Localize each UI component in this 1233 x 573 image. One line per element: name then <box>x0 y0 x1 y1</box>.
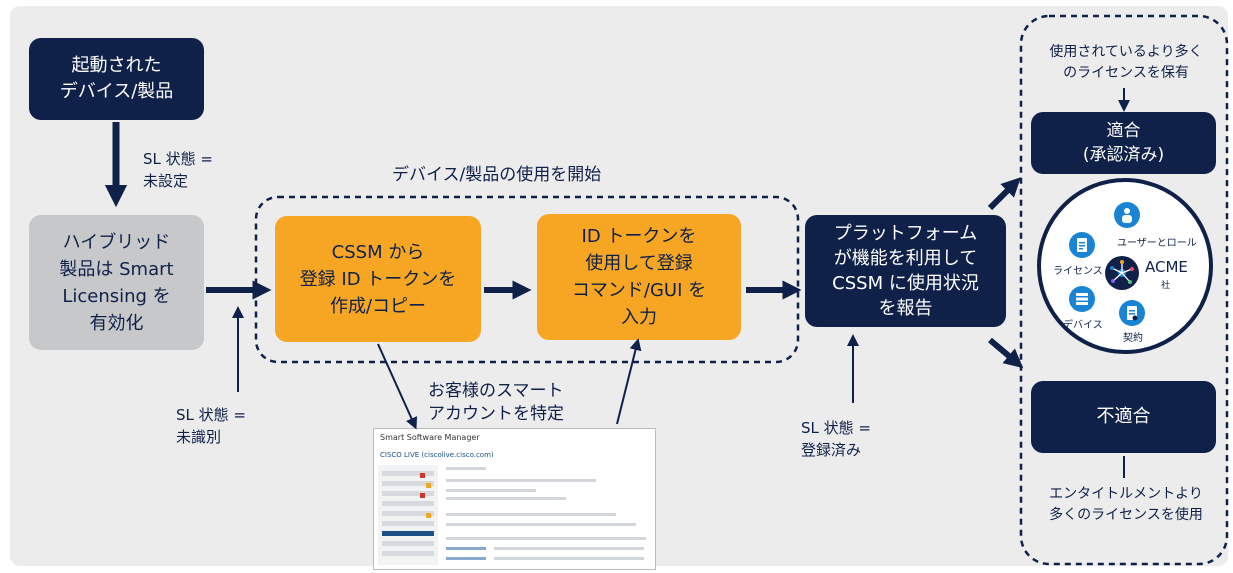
license-icon <box>1069 232 1095 258</box>
start-using-label: デバイス/製品の使用を開始 <box>392 165 602 185</box>
hybrid-enable-box: ハイブリッド 製品は Smart Licensing を 有効化 <box>29 215 204 350</box>
contract-label: 契約 <box>1123 333 1143 344</box>
acme-company-suffix: 社 <box>1161 281 1171 291</box>
started-device-box: 起動された デバイス/製品 <box>29 38 204 120</box>
compliance-group-outline <box>1019 14 1229 566</box>
noncompliant-box: 不適合 <box>1031 381 1216 453</box>
sl-state-unidentified-label: SL 状態 = 未識別 <box>176 406 246 446</box>
report-usage-box: プラットフォーム が機能を利用して CSSM に使用状況 を報告 <box>805 215 1006 327</box>
ssm-title: Smart Software Manager <box>380 433 480 442</box>
acme-hub-icon <box>1105 256 1139 290</box>
sl-state-unconfigured-label: SL 状態 = 未設定 <box>143 150 213 190</box>
enter-token-box: ID トークンを 使用して登録 コマンド/GUI を 入力 <box>537 214 741 340</box>
device-label: デバイス <box>1063 320 1103 331</box>
usage-start-group-outline <box>254 195 800 364</box>
sl-state-registered-label: SL 状態 = 登録済み <box>801 419 871 459</box>
user-role-icon <box>1114 202 1140 228</box>
acme-entitlement-circle: ユーザーとロール ライセンス ACME 社 デバ <box>1037 178 1213 354</box>
more-licenses-used-label: エンタイトルメントより 多くのライセンスを使用 <box>1049 486 1203 523</box>
create-token-box: CSSM から 登録 ID トークンを 作成/コピー <box>275 216 481 342</box>
arrow-screenshot-to-enter <box>616 338 642 425</box>
arrow-report-to-noncompliant <box>988 337 1024 369</box>
more-licenses-held-label: 使用されているより多く のライセンスを保有 <box>1049 44 1203 81</box>
arrow-report-to-compliant <box>987 177 1021 211</box>
arrow-create-to-screenshot <box>377 343 418 430</box>
license-label: ライセンス <box>1053 266 1103 277</box>
acme-company-label: ACME <box>1145 258 1188 276</box>
user-role-label: ユーザーとロール <box>1117 238 1197 249</box>
ssm-screenshot: Smart Software Manager CISCO LIVE (cisco… <box>373 428 656 570</box>
identify-account-label: お客様のスマート アカウントを特定 <box>428 381 564 424</box>
device-icon <box>1069 286 1095 312</box>
contract-icon <box>1119 300 1145 326</box>
compliant-box: 適合 (承認済み) <box>1031 112 1216 174</box>
ssm-account-name: CISCO LIVE (ciscolive.cisco.com) <box>380 451 494 459</box>
